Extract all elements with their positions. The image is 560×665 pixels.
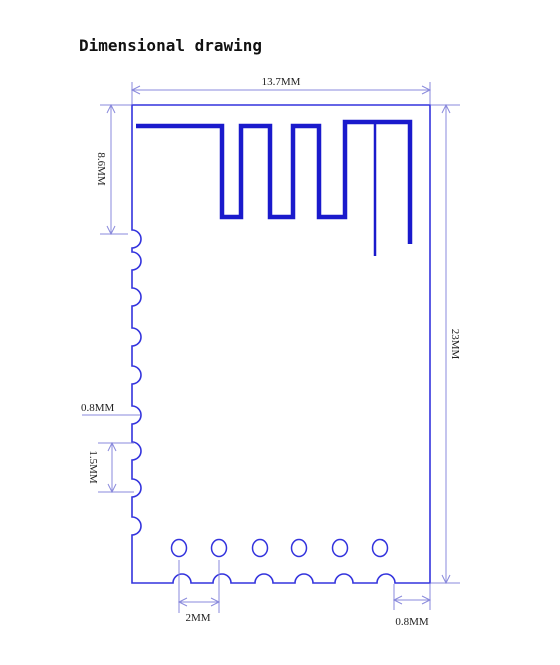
width-dimension-label: 13.7MM xyxy=(262,76,301,88)
module-outline xyxy=(131,104,431,584)
bottom-pitch-label: 2MM xyxy=(185,612,210,624)
page-title: Dimensional drawing xyxy=(79,36,263,55)
pad-circle xyxy=(251,538,269,558)
pad-circle xyxy=(371,538,389,558)
side-pitch-label: 1.5MM xyxy=(87,450,99,484)
pad-radius-label: 0.8MM xyxy=(81,402,115,414)
pad-circle xyxy=(331,538,349,558)
edge-offset-label: 0.8MM xyxy=(395,616,429,628)
dimension-lines xyxy=(82,82,460,613)
antenna-height-label: 8.6MM xyxy=(95,152,107,186)
bottom-pads xyxy=(170,538,389,558)
height-dimension-label: 23MM xyxy=(449,329,461,360)
pad-circle xyxy=(210,538,228,558)
pad-circle xyxy=(290,538,308,558)
pad-circle xyxy=(170,538,188,558)
antenna-trace xyxy=(136,119,413,244)
